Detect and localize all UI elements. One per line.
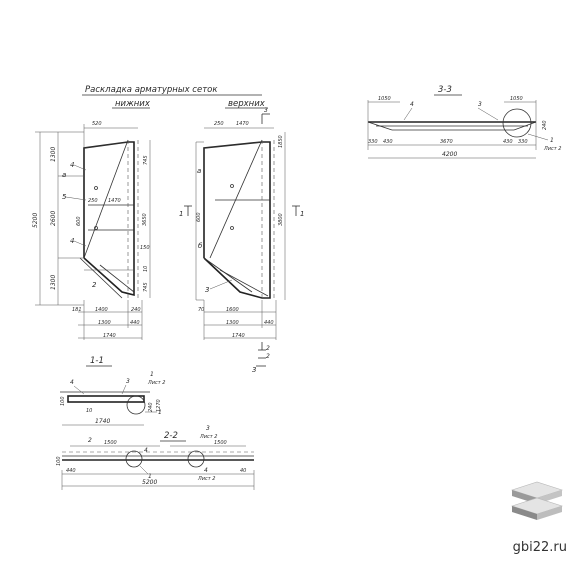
sec22-dim-5200: 5200 <box>142 479 157 486</box>
sec11-sheet-ref: Лист 2 <box>147 380 165 386</box>
right-section-mark-1-left: 1 <box>179 210 183 218</box>
sec11-label-3: 3 <box>126 378 130 385</box>
sec22-dim-440: 440 <box>66 468 76 474</box>
section-3-3-title: 3-3 <box>438 85 452 95</box>
right-label-3: 3 <box>205 286 209 294</box>
section-1-1: 1-1 4 3 1 Лист 2 1 1740 100 10 240 1270 <box>60 356 165 426</box>
right-inner-1850: 1850 <box>278 135 284 148</box>
right-bottom-1600: 1600 <box>226 307 239 313</box>
left-dim-1300-top: 1300 <box>50 147 57 162</box>
left-bottom-1400: 1400 <box>95 307 108 313</box>
left-inner-600: 600 <box>76 216 82 226</box>
sec11-dim-10: 10 <box>86 408 92 414</box>
right-section-mark-3-top: 3 <box>264 107 268 114</box>
left-bottom-1740: 1740 <box>103 333 116 339</box>
sec33-label-3: 3 <box>478 101 482 108</box>
sec22-dim-1500-left: 1500 <box>104 440 117 446</box>
sec33-dim-4200: 4200 <box>442 151 457 158</box>
left-inner-1470: 1470 <box>108 198 121 204</box>
sec11-dim-100: 100 <box>60 396 66 406</box>
left-right-745-top: 745 <box>143 155 149 165</box>
site-watermark: gbi22.ru <box>512 540 567 555</box>
sec22-dim-1500-right: 1500 <box>214 440 227 446</box>
sec22-label-2: 2 <box>88 437 92 444</box>
section-2-2-title: 2-2 <box>164 431 178 441</box>
sec33-sheet-ref: Лист 2 <box>543 146 561 152</box>
sec33-dim-240: 240 <box>542 120 548 130</box>
sec22-sheet-ref-a: Лист 2 <box>199 434 217 440</box>
right-bottom-1300: 1300 <box>226 320 239 326</box>
right-label-a: а <box>197 167 201 175</box>
section-3-3: 3-3 1050 1050 4 3 1 Лист 2 240 330 430 3… <box>367 85 561 159</box>
sec11-dim-240: 240 <box>148 402 154 412</box>
left-right-10: 10 <box>143 266 149 272</box>
sec33-dim-330-right: 330 <box>518 139 528 145</box>
left-right-745-bottom: 745 <box>143 282 149 292</box>
left-inner-3650: 3650 <box>142 213 148 226</box>
right-section-mark-2b: 2 <box>266 353 270 360</box>
left-inner-150: 150 <box>140 245 150 251</box>
sec33-dim-1050-right: 1050 <box>510 96 523 102</box>
sec22-dim-40: 40 <box>240 468 246 474</box>
right-bottom-70: 70 <box>198 307 204 313</box>
left-label-4a: 4 <box>70 161 74 169</box>
left-dim-1300-bottom: 1300 <box>50 275 57 290</box>
left-label-a: а <box>62 171 66 179</box>
left-bottom-181: 181 <box>72 307 82 313</box>
left-bottom-440: 440 <box>130 320 140 326</box>
left-dim-5200: 5200 <box>32 213 39 228</box>
sec33-label-4: 4 <box>410 101 414 108</box>
sec33-dim-3670: 3670 <box>440 139 453 145</box>
sec22-label-3: 3 <box>206 425 210 432</box>
sec22-label-4b: 4 <box>204 467 208 474</box>
sec11-dim-1740: 1740 <box>95 418 110 425</box>
right-section-mark-2a: 2 <box>266 345 270 352</box>
sec11-label-4: 4 <box>70 379 74 386</box>
section-1-1-title: 1-1 <box>90 356 104 366</box>
right-section-mark-1-right: 1 <box>300 210 304 218</box>
left-bottom-240: 240 <box>131 307 141 313</box>
sec11-label-1b: 1 <box>158 409 162 416</box>
left-label-5: 5 <box>62 193 67 201</box>
left-top-dim: 520 <box>92 121 102 127</box>
sec33-label-1: 1 <box>550 137 554 144</box>
right-label-b: б <box>198 242 203 250</box>
right-bottom-1740: 1740 <box>232 333 245 339</box>
sec11-label-1a: 1 <box>150 371 154 378</box>
bottom-meshes-label: нижних <box>115 99 151 109</box>
sec33-dim-330-left: 330 <box>368 139 378 145</box>
site-logo <box>511 481 563 520</box>
left-bottom-1300: 1300 <box>98 320 111 326</box>
left-label-4b: 4 <box>70 237 74 245</box>
sec22-dim-100: 100 <box>56 456 62 466</box>
right-inner-3800: 3800 <box>278 213 284 226</box>
right-bottom-440: 440 <box>264 320 274 326</box>
left-dim-2600: 2600 <box>50 211 57 226</box>
section-2-2: 2-2 2 1500 4 3 Лист 2 1500 1 4 Лист 2 44… <box>56 425 255 490</box>
sec33-dim-430-left: 430 <box>383 139 393 145</box>
sec33-dim-430-right: 430 <box>503 139 513 145</box>
right-section-mark-3-bottom: 3 <box>252 366 256 374</box>
sec22-label-4a: 4 <box>144 447 148 454</box>
left-plan-bottom-meshes: 520 1300 2600 5200 1300 4 а 5 2 4 250 14… <box>32 121 151 340</box>
sec22-sheet-ref-b: Лист 2 <box>197 476 215 482</box>
right-inner-600: 600 <box>196 212 202 222</box>
right-plan-top-meshes: 250 1470 3 а б 3 1 1 600 3800 1850 70 16… <box>179 107 304 374</box>
left-inner-250: 250 <box>88 198 98 204</box>
sec11-dim-1270: 1270 <box>156 399 162 412</box>
sec22-label-1: 1 <box>148 473 152 480</box>
left-label-2: 2 <box>92 281 97 289</box>
right-top-250: 250 <box>214 121 224 127</box>
drawing-title: Раскладка арматурных сеток <box>85 85 218 95</box>
sec33-dim-1050-left: 1050 <box>378 96 391 102</box>
right-top-1470: 1470 <box>236 121 249 127</box>
top-meshes-label: верхних <box>228 99 266 109</box>
